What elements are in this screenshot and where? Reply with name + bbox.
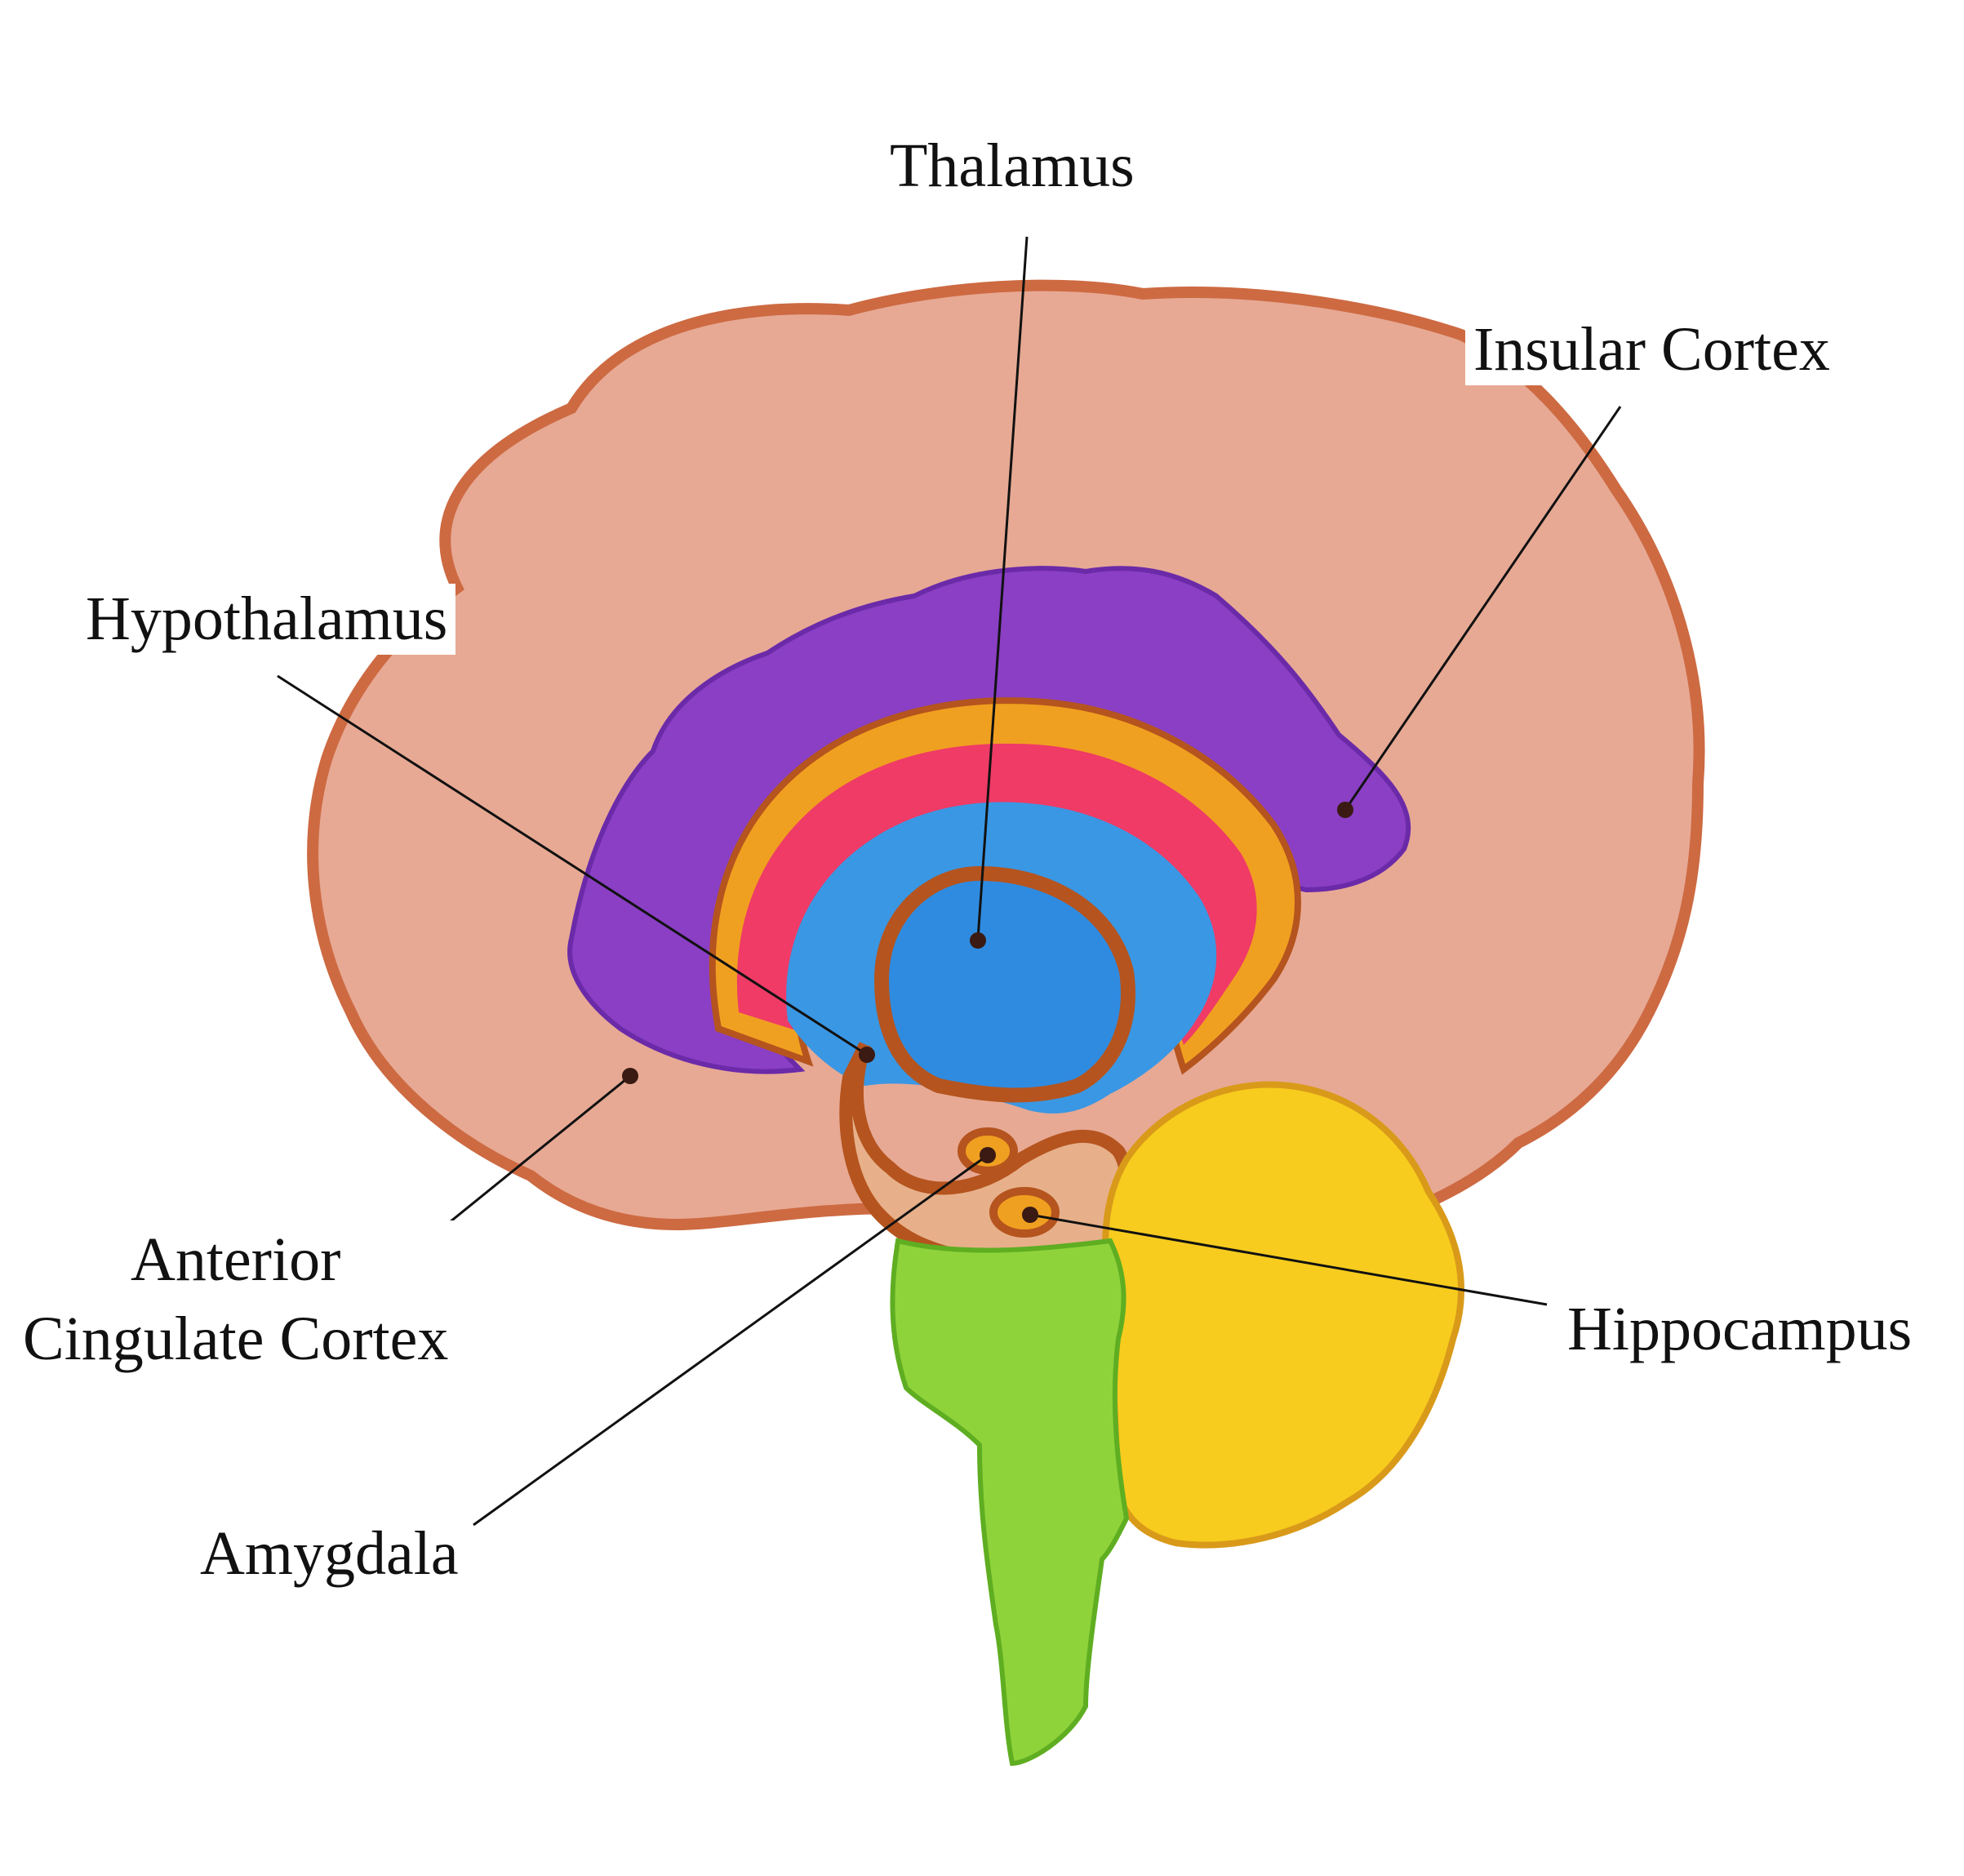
hippocampus-point <box>1022 1207 1038 1223</box>
acc-point <box>622 1068 638 1084</box>
insular-leader-line <box>1344 406 1622 811</box>
amygdala-leader-line <box>473 1154 989 1527</box>
hypothalamus-leader-line <box>277 674 868 1056</box>
thalamus-point <box>970 932 986 949</box>
hippocampus-leader-line <box>1029 1213 1548 1306</box>
thalamus-label: Thalamus <box>882 131 1143 202</box>
hippocampus-label: Hippocampus <box>1559 1294 1921 1366</box>
acc-label-line2: Cingulate Cortex <box>23 1305 449 1374</box>
hypothalamus-label: Hypothalamus <box>78 584 456 656</box>
amygdala-point <box>980 1147 996 1163</box>
thalamus-region <box>873 865 1135 1103</box>
cerebellum-region <box>1102 1081 1464 1549</box>
insular-point <box>1337 802 1353 818</box>
amygdala-label: Amygdala <box>192 1518 467 1590</box>
acc-label-line1: Anterior <box>130 1225 341 1294</box>
anterior-cingulate-cortex-label: Anterior Cingulate Cortex <box>15 1220 457 1380</box>
pink-band <box>736 743 1257 1045</box>
brainstem-region <box>890 1238 1130 1767</box>
thalamus-leader-line <box>976 236 1029 940</box>
hypothalamus-point <box>859 1047 875 1063</box>
insular-cortex-label: Insular Cortex <box>1465 314 1838 386</box>
